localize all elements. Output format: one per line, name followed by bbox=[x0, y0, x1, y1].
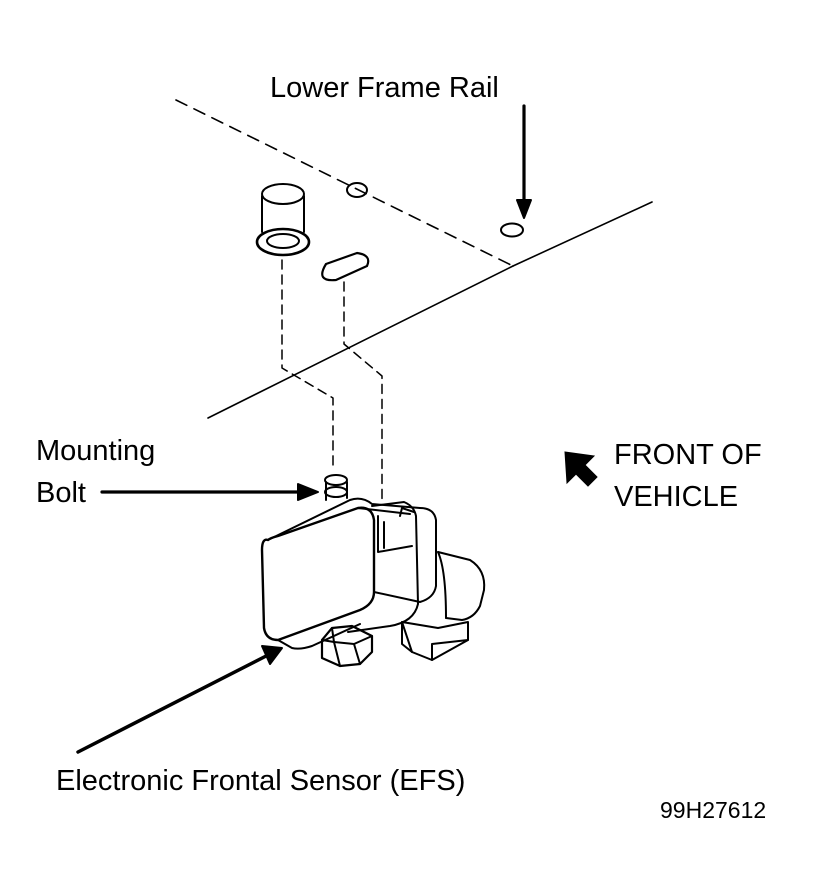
front-of-vehicle-label-line1: FRONT OF bbox=[614, 439, 762, 471]
front-direction-arrow-icon bbox=[564, 451, 598, 487]
weld-nut bbox=[255, 183, 311, 257]
mounting-bolt-label-line1: Mounting bbox=[36, 435, 156, 467]
efs-leader bbox=[76, 645, 283, 754]
mounting-bolt-label-line2: Bolt bbox=[36, 477, 86, 509]
mounting-bolt-leader bbox=[100, 483, 319, 501]
figure-code: 99H27612 bbox=[660, 797, 767, 823]
alignment-lines bbox=[281, 259, 383, 501]
electronic-frontal-sensor bbox=[260, 474, 486, 668]
front-of-vehicle-label-line2: VEHICLE bbox=[614, 481, 739, 513]
efs-label: Electronic Frontal Sensor (EFS) bbox=[56, 765, 466, 797]
lower-frame-rail-leader bbox=[516, 104, 532, 219]
lower-frame-rail-label: Lower Frame Rail bbox=[270, 72, 499, 104]
lower-frame-rail bbox=[175, 99, 653, 419]
